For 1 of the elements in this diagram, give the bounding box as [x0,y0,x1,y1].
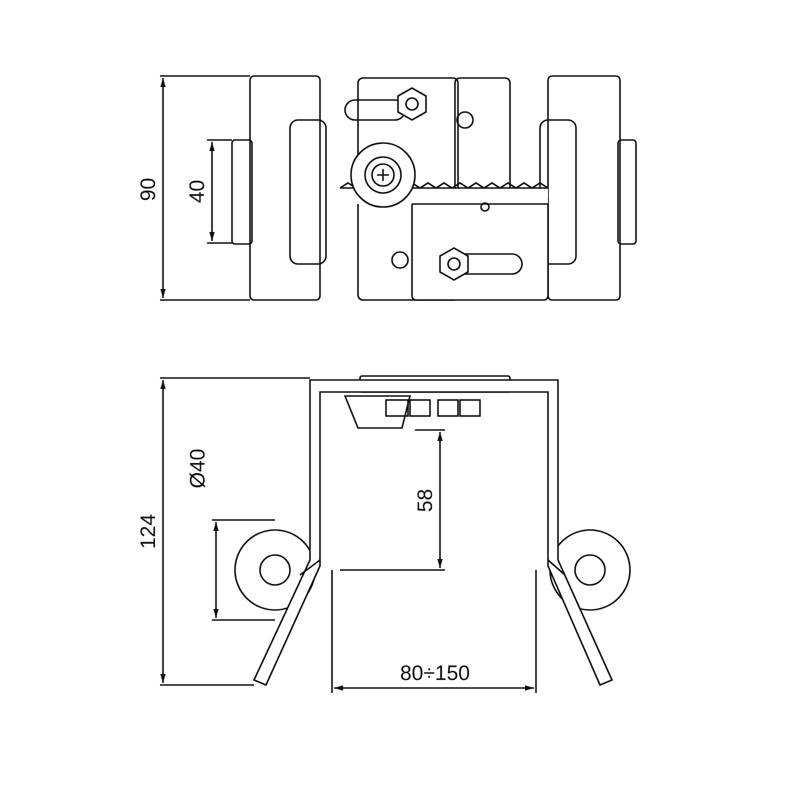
dimension-value: 80÷150 [398,662,472,684]
